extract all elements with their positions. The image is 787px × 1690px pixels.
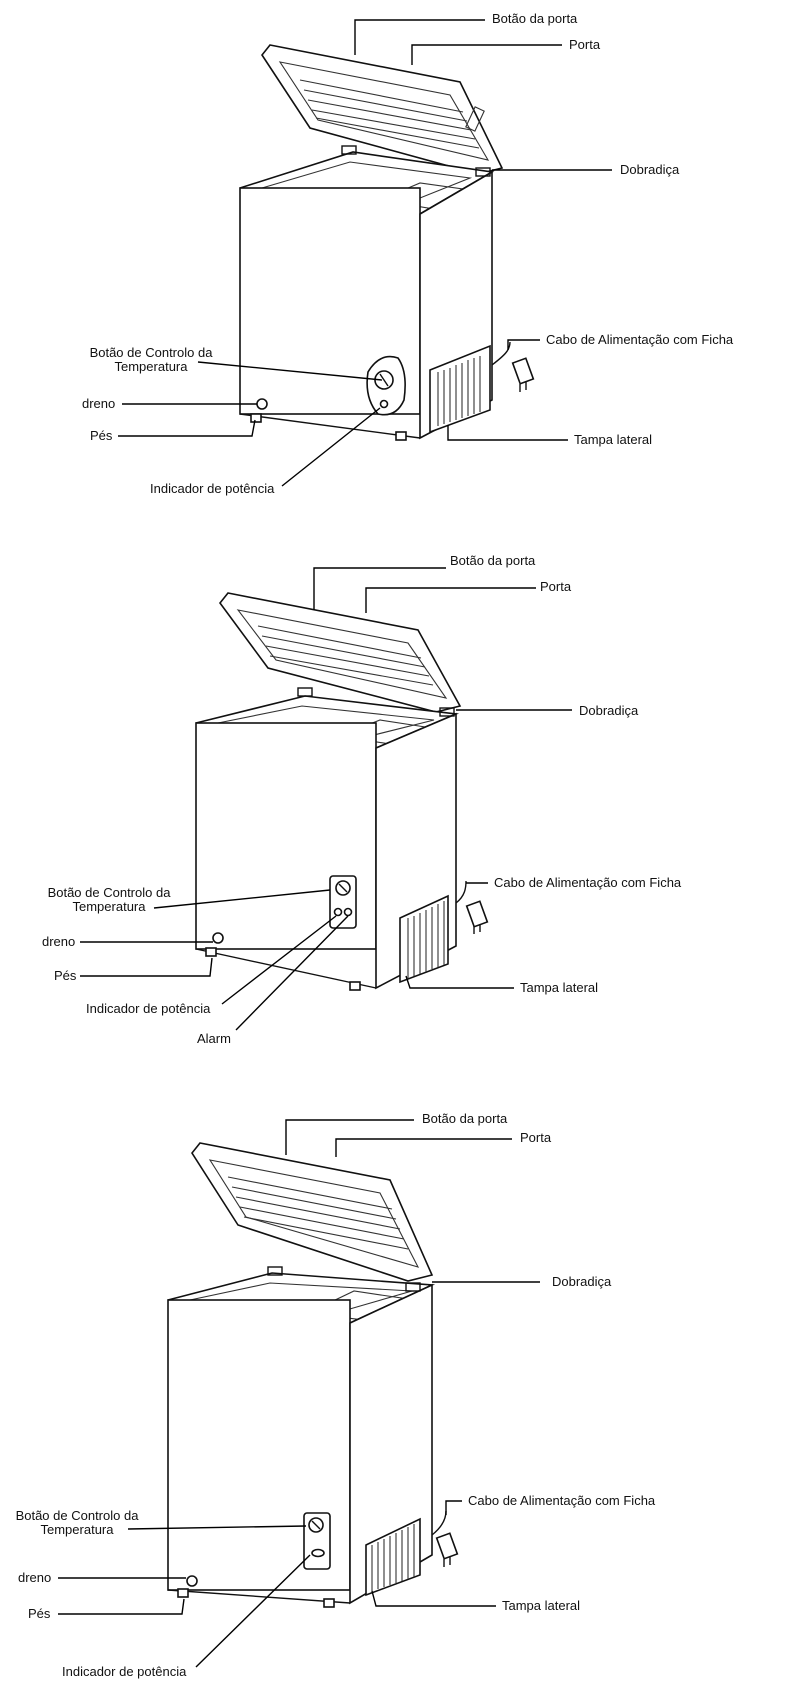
freezer-lid-3 bbox=[191, 1142, 434, 1282]
power-indicator-light-2 bbox=[333, 907, 343, 917]
label-power-indicator-3: Indicador de potência bbox=[62, 1664, 187, 1679]
foot-4 bbox=[349, 981, 361, 991]
label-temperature-knob-1: Botão de Controlo da Temperatura bbox=[76, 346, 226, 374]
freezer-lid-1 bbox=[261, 44, 504, 175]
foot-1 bbox=[250, 413, 262, 423]
label-hinge-3: Dobradiça bbox=[552, 1274, 612, 1289]
control-panel-1 bbox=[366, 355, 406, 416]
power-plug-2 bbox=[455, 880, 489, 934]
freezer-diagram-3: Botão da porta Porta Dobradiça Cabo de A… bbox=[0, 1095, 787, 1690]
drain-plug-1 bbox=[256, 398, 268, 410]
side-cover-vent-2 bbox=[399, 894, 449, 984]
label-temperature-knob-line2: Temperatura bbox=[114, 359, 188, 374]
drain-plug-2 bbox=[212, 932, 224, 944]
label-door-2: Porta bbox=[540, 579, 572, 594]
label-temperature-knob-line2: Temperatura bbox=[40, 1522, 114, 1537]
label-door-3: Porta bbox=[520, 1130, 552, 1145]
label-alarm-2: Alarm bbox=[197, 1031, 231, 1046]
foot-3 bbox=[205, 947, 217, 957]
label-side-cover-3: Tampa lateral bbox=[502, 1598, 581, 1613]
side-cover-vent-1 bbox=[429, 344, 491, 434]
label-power-cable-2: Cabo de Alimentação com Ficha bbox=[494, 875, 682, 890]
label-drain-2: dreno bbox=[42, 934, 76, 949]
freezer-drawing-3 bbox=[58, 1119, 540, 1668]
label-power-cable-3: Cabo de Alimentação com Ficha bbox=[468, 1493, 656, 1508]
label-door-1: Porta bbox=[569, 37, 601, 52]
power-plug-3 bbox=[431, 1510, 459, 1567]
label-feet-3: Pés bbox=[28, 1606, 51, 1621]
label-power-indicator-1: Indicador de potência bbox=[150, 481, 275, 496]
label-temperature-knob-2: Botão de Controlo da Temperatura bbox=[34, 886, 184, 914]
label-hinge-2: Dobradiça bbox=[579, 703, 639, 718]
label-hinge-1: Dobradiça bbox=[620, 162, 680, 177]
label-drain-3: dreno bbox=[18, 1570, 52, 1585]
foot-2 bbox=[395, 431, 407, 441]
label-temperature-knob-line1: Botão de Controlo da bbox=[47, 885, 171, 900]
label-temperature-knob-line2: Temperatura bbox=[72, 899, 146, 914]
label-feet-1: Pés bbox=[90, 428, 113, 443]
leader-lines-3 bbox=[58, 1119, 540, 1668]
alarm-light-2 bbox=[343, 907, 353, 917]
foot-5 bbox=[177, 1588, 189, 1598]
label-door-button-3: Botão da porta bbox=[422, 1111, 508, 1126]
freezer-drawing-2 bbox=[80, 567, 572, 1031]
power-indicator-light-1 bbox=[379, 399, 389, 409]
label-power-cable-1: Cabo de Alimentação com Ficha bbox=[546, 332, 734, 347]
leader-lines-1 bbox=[118, 19, 612, 487]
label-temperature-knob-line1: Botão de Controlo da bbox=[89, 345, 213, 360]
freezer-diagram-1: Botão da porta Porta Dobradiça Cabo de A… bbox=[0, 0, 787, 520]
freezer-drawing-1 bbox=[118, 19, 612, 487]
label-feet-2: Pés bbox=[54, 968, 77, 983]
label-side-cover-1: Tampa lateral bbox=[574, 432, 653, 447]
drain-plug-3 bbox=[186, 1575, 198, 1587]
label-power-indicator-2: Indicador de potência bbox=[86, 1001, 211, 1016]
label-door-button-1: Botão da porta bbox=[492, 11, 578, 26]
side-cover-vent-3 bbox=[365, 1517, 421, 1597]
label-temperature-knob-3: Botão de Controlo da Temperatura bbox=[2, 1509, 152, 1537]
power-indicator-light-3 bbox=[311, 1548, 325, 1558]
label-drain-1: dreno bbox=[82, 396, 116, 411]
label-temperature-knob-line1: Botão de Controlo da bbox=[15, 1508, 139, 1523]
freezer-diagram-2: Botão da porta Porta Dobradiça Cabo de A… bbox=[0, 548, 787, 1088]
control-panel-3 bbox=[303, 1512, 331, 1570]
power-plug-1 bbox=[491, 341, 535, 392]
leader-lines-2 bbox=[80, 567, 572, 1031]
control-panel-2 bbox=[329, 875, 357, 929]
label-side-cover-2: Tampa lateral bbox=[520, 980, 599, 995]
freezer-lid-2 bbox=[218, 592, 462, 713]
foot-6 bbox=[323, 1598, 335, 1608]
label-door-button-2: Botão da porta bbox=[450, 553, 536, 568]
